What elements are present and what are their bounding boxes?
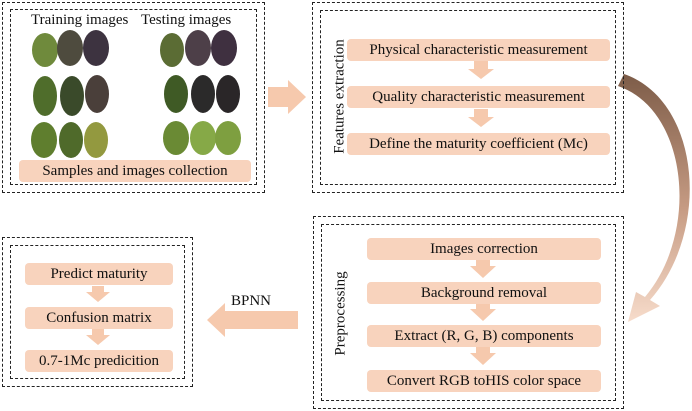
- features-panel-inner: [320, 10, 616, 185]
- bpnn-label: BPNN: [231, 293, 272, 309]
- step-mc-prediction: 0.7-1Mc predicition: [25, 350, 173, 372]
- prediction-panel-outer: [2, 237, 193, 387]
- step-samples-collection: Samples and images collection: [19, 160, 251, 182]
- arrow-down-pred-2: [86, 329, 110, 345]
- preprocessing-panel-inner: [321, 224, 616, 401]
- prediction-panel-inner: [10, 245, 185, 379]
- step-convert-his: Convert RGB toHIS color space: [367, 370, 601, 392]
- images-panel-inner: [10, 9, 257, 185]
- arrow-down-pre-3: [470, 347, 496, 365]
- step-images-correction: Images correction: [367, 238, 601, 260]
- step-extract-rgb-text: Extract (R, G, B) components: [394, 327, 574, 344]
- arrow-down-feature-2: [468, 109, 494, 127]
- step-quality-measurement: Quality characteristic measurement: [347, 86, 610, 108]
- images-panel-outer: [2, 2, 265, 193]
- arrow-right-images-to-features: [268, 80, 306, 114]
- arrow-down-pre-1: [470, 260, 496, 278]
- step-define-maturity: Define the maturity coefficient (Mc): [347, 133, 610, 155]
- step-physical-measurement: Physical characteristic measurement: [347, 39, 610, 61]
- testing-images-label: Testing images: [141, 12, 232, 28]
- arrow-down-feature-1: [468, 61, 494, 79]
- step-predict-maturity: Predict maturity: [25, 263, 173, 285]
- features-extraction-title: Features extraction: [331, 39, 348, 154]
- step-confusion-matrix: Confusion matrix: [25, 307, 173, 329]
- step-background-removal: Background removal: [367, 282, 601, 304]
- features-panel-outer: [312, 2, 624, 193]
- arrow-left-bpnn: [207, 303, 298, 337]
- training-images-label: Training images: [31, 12, 129, 28]
- preprocessing-title: Preprocessing: [332, 271, 349, 356]
- step-extract-rgb: Extract (R, G, B) components: [367, 325, 601, 347]
- preprocessing-panel-outer: [313, 216, 624, 409]
- arrow-down-pre-2: [470, 303, 496, 321]
- testing-grapes: [160, 30, 241, 155]
- grape-image-grid: [31, 30, 241, 158]
- training-grapes: [31, 30, 109, 158]
- arrow-down-pred-1: [86, 286, 110, 302]
- curved-flow-arrow: [618, 74, 690, 322]
